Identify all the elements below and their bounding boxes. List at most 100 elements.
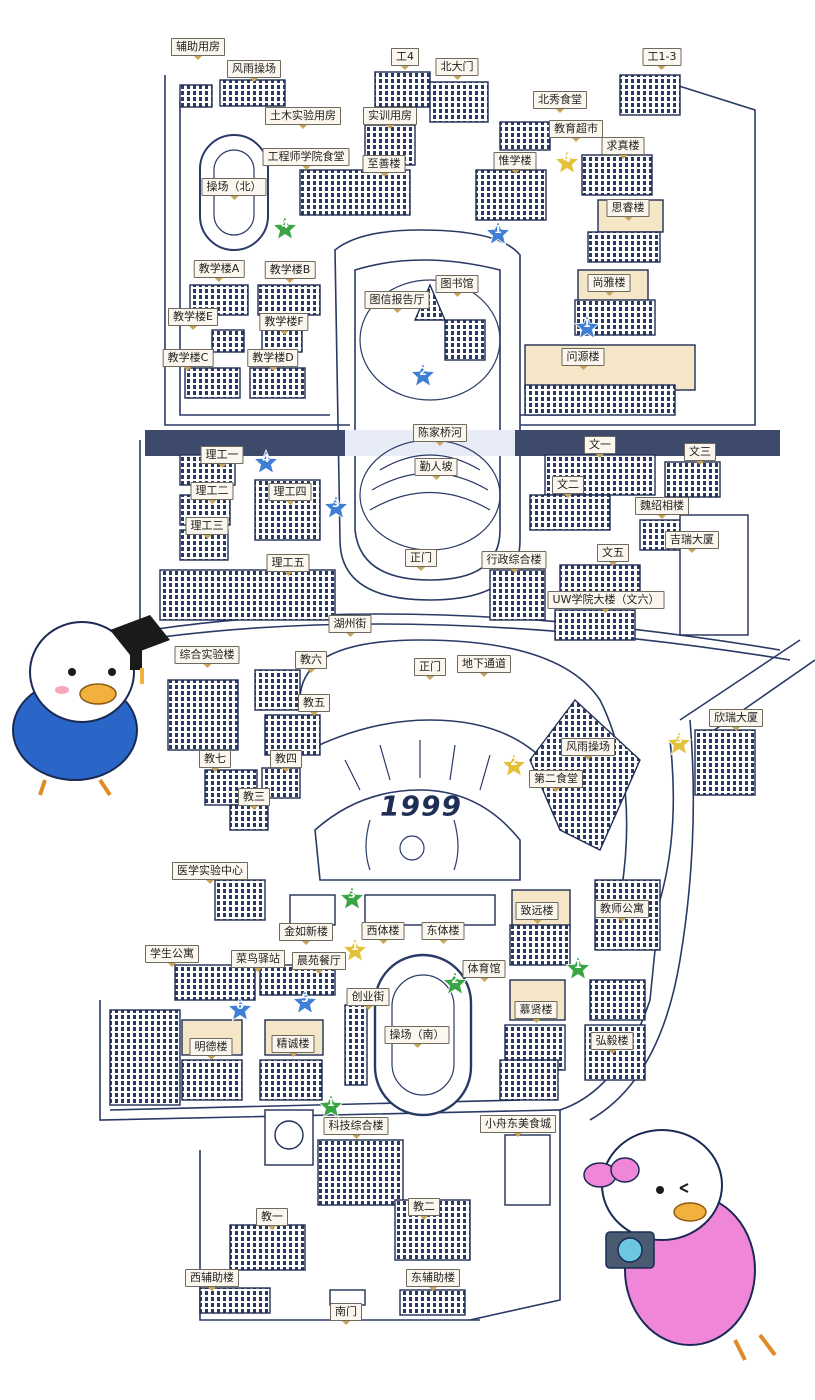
building-label-qiuzhen[interactable]: 求真楼 (601, 137, 645, 155)
building-label-gcs[interactable]: 工程师学院食堂 (262, 148, 350, 166)
building-label-wen2[interactable]: 文二 (552, 476, 584, 494)
building-label-nanmen[interactable]: 南门 (330, 1303, 362, 1321)
building-label-zhishan[interactable]: 至善楼 (362, 155, 406, 173)
building-label-xuesheng[interactable]: 学生公寓 (145, 945, 199, 963)
building-label-cainiao[interactable]: 菜鸟驿站 (231, 950, 285, 968)
building-label-jiao7[interactable]: 教七 (199, 750, 231, 768)
building-label-yixue[interactable]: 医学实验中心 (172, 862, 248, 880)
building-label-jiao6[interactable]: 教六 (295, 651, 327, 669)
building-label-mingde[interactable]: 明德楼 (189, 1038, 233, 1056)
building-label-jiao3[interactable]: 教三 (238, 788, 270, 806)
star-number: 5 (301, 992, 309, 1005)
star-number: 1 (351, 940, 359, 953)
building-label-xingzheng[interactable]: 行政综合楼 (481, 551, 547, 569)
building-label-jxC[interactable]: 教学楼C (162, 349, 214, 367)
building-label-lg4[interactable]: 理工四 (268, 483, 312, 501)
star-marker-icon[interactable]: 1 (574, 314, 600, 340)
star-number: 1 (574, 958, 582, 971)
building-label-hongyi[interactable]: 弘毅楼 (590, 1032, 634, 1050)
building-label-dongfuzhu[interactable]: 东辅助楼 (406, 1269, 460, 1287)
building-label-qinru[interactable]: 勤人坡 (414, 458, 458, 476)
star-marker-icon[interactable]: 2 (501, 752, 527, 778)
star-number: 3 (675, 733, 683, 746)
building-label-gong13[interactable]: 工1-3 (642, 48, 682, 66)
building-label-zhiyuan[interactable]: 致远楼 (515, 902, 559, 920)
building-label-jxB[interactable]: 教学楼B (264, 261, 316, 279)
building-label-jiaoshi[interactable]: 教师公寓 (595, 900, 649, 918)
star-marker-icon[interactable]: 1 (318, 1093, 344, 1119)
building-label-tushuguan[interactable]: 图书馆 (435, 275, 479, 293)
building-label-jiao4[interactable]: 教四 (270, 750, 302, 768)
building-label-sirui[interactable]: 思睿楼 (606, 199, 650, 217)
star-number: 1 (327, 1096, 335, 1109)
building-label-lg5[interactable]: 理工五 (266, 554, 310, 572)
star-marker-icon[interactable]: 4 (554, 149, 580, 175)
star-marker-icon[interactable]: 4 (253, 449, 279, 475)
star-marker-icon[interactable]: 3 (666, 730, 692, 756)
building-label-xiaozhou[interactable]: 小舟东美食城 (480, 1115, 556, 1133)
building-label-huzhou[interactable]: 湖州街 (328, 615, 372, 633)
building-label-beidamen[interactable]: 北大门 (435, 58, 479, 76)
building-label-wen3[interactable]: 文三 (684, 443, 716, 461)
building-label-fengyu-n[interactable]: 风雨操场 (227, 60, 281, 78)
building-label-zonghe[interactable]: 综合实验楼 (174, 646, 240, 664)
building-label-dixia[interactable]: 地下通道 (457, 655, 511, 673)
building-label-wen1[interactable]: 文一 (584, 436, 616, 454)
building-label-jiaoyu[interactable]: 教育超市 (549, 120, 603, 138)
building-label-dongti[interactable]: 东体楼 (421, 922, 465, 940)
building-label-wen5[interactable]: 文五 (597, 544, 629, 562)
star-number: 1 (583, 317, 591, 330)
building-label-jxD[interactable]: 教学楼D (247, 349, 299, 367)
star-marker-icon[interactable]: 6 (227, 996, 253, 1022)
star-marker-icon[interactable]: 1 (342, 937, 368, 963)
building-label-jirui[interactable]: 吉瑞大厦 (665, 531, 719, 549)
building-label-weixue[interactable]: 惟学楼 (493, 152, 537, 170)
building-label-jiao1[interactable]: 教一 (256, 1208, 288, 1226)
building-label-lg1[interactable]: 理工一 (200, 446, 244, 464)
star-marker-icon[interactable]: 1 (485, 220, 511, 246)
star-marker-icon[interactable]: 1 (565, 955, 591, 981)
building-label-chenyuan[interactable]: 晨苑餐厅 (292, 952, 346, 970)
building-label-jingcheng[interactable]: 精诚楼 (271, 1035, 315, 1053)
buildings (109, 71, 756, 1316)
building-label-keji[interactable]: 科技综合楼 (323, 1117, 389, 1135)
building-label-muxian[interactable]: 慕贤楼 (514, 1001, 558, 1019)
building-label-caochang-n[interactable]: 操场（北） (201, 178, 267, 196)
building-label-xiti[interactable]: 西体楼 (361, 922, 405, 940)
building-label-wenyuan[interactable]: 问源楼 (561, 348, 605, 366)
building-label-lg2[interactable]: 理工二 (190, 482, 234, 500)
building-label-xinrui[interactable]: 欣瑞大厦 (709, 709, 763, 727)
building-label-fuzhu[interactable]: 辅助用房 (171, 38, 225, 56)
star-marker-icon[interactable]: 2 (410, 362, 436, 388)
building-label-weishao[interactable]: 魏绍相楼 (635, 497, 689, 515)
building-label-tiyuguan[interactable]: 体育馆 (462, 960, 506, 978)
building-label-caochang-s[interactable]: 操场（南） (384, 1026, 450, 1044)
building-label-gong4[interactable]: 工4 (391, 48, 419, 66)
building-label-tumu[interactable]: 土木实验用房 (265, 107, 341, 125)
building-label-shixun[interactable]: 实训用房 (363, 107, 417, 125)
building-label-fengyu-s[interactable]: 风雨操场 (561, 738, 615, 756)
building-label-jiao5[interactable]: 教五 (298, 694, 330, 712)
building-label-chuangye[interactable]: 创业街 (346, 988, 390, 1006)
building-label-beixiu[interactable]: 北秀食堂 (533, 91, 587, 109)
building-label-dier[interactable]: 第二食堂 (529, 770, 583, 788)
star-marker-icon[interactable]: 3 (323, 494, 349, 520)
mascot-blue-graduate (12, 615, 170, 797)
building-label-jxA[interactable]: 教学楼A (193, 260, 245, 278)
star-marker-icon[interactable]: 2 (442, 970, 468, 996)
building-label-xifuzhu[interactable]: 西辅助楼 (185, 1269, 239, 1287)
building-label-tuxin[interactable]: 图信报告厅 (364, 291, 430, 309)
building-label-lg3[interactable]: 理工三 (185, 517, 229, 535)
building-label-jxF[interactable]: 教学楼F (259, 313, 309, 331)
building-label-uw[interactable]: UW学院大楼（文六） (547, 591, 665, 609)
building-label-zhengmen1[interactable]: 正门 (405, 549, 437, 567)
star-marker-icon[interactable]: 3 (339, 885, 365, 911)
building-label-jxE[interactable]: 教学楼E (168, 308, 218, 326)
star-marker-icon[interactable]: 4 (272, 215, 298, 241)
building-label-jiao2[interactable]: 教二 (408, 1198, 440, 1216)
star-marker-icon[interactable]: 5 (292, 989, 318, 1015)
building-label-shangya[interactable]: 尚雅楼 (587, 274, 631, 292)
building-label-jinru[interactable]: 金如新楼 (279, 923, 333, 941)
building-label-zhengmen2[interactable]: 正门 (414, 658, 446, 676)
building-label-chenjia[interactable]: 陈家桥河 (413, 424, 467, 442)
